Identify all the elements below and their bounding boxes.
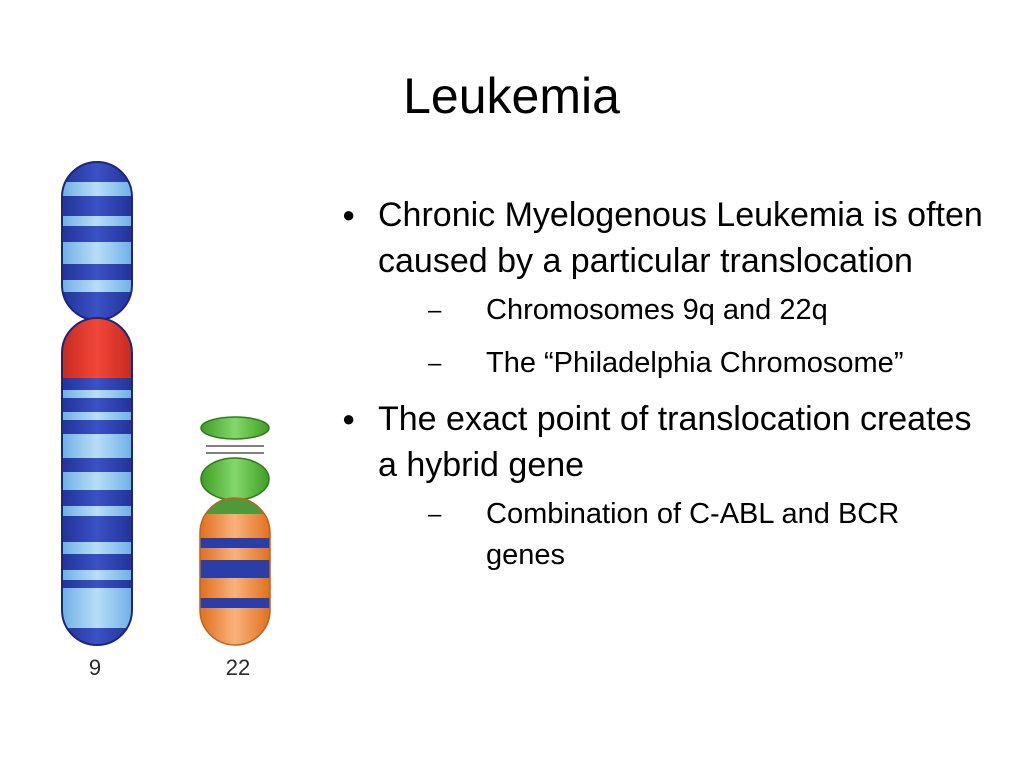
sub-bullet-text: Chromosomes 9q and 22q [486,294,828,326]
bullet-list: ● Chronic Myelogenous Leukemia is often … [340,192,1000,588]
dash-marker: – [428,501,442,528]
bullet-marker: ● [342,202,356,227]
bullet-text: The exact point of translocation creates… [378,400,972,484]
dash-marker: – [428,350,442,377]
chromosome-9-q-arm [62,318,132,645]
sub-bullet-item: – The “Philadelphia Chromosome” [340,343,1000,384]
chromosome-22 [199,416,271,646]
bullet-item: ● Chronic Myelogenous Leukemia is often … [340,192,1000,284]
slide-title: Leukemia [403,68,620,124]
chromosome-illustration [61,161,271,646]
bullet-text: Chronic Myelogenous Leukemia is often ca… [378,196,983,280]
sub-bullet-text: The “Philadelphia Chromosome” [486,347,904,379]
sub-bullet-text: Combination of C-ABL and BCR genes [486,498,900,571]
sub-bullet-item: – Combination of C-ABL and BCR genes [340,494,1000,576]
bullet-item: ● The exact point of translocation creat… [340,396,1000,488]
sub-bullet-item: – Chromosomes 9q and 22q [340,290,1000,331]
dash-marker: – [428,297,442,324]
chromosome-figure: 9 22 [40,150,300,690]
chromosome-22-label: 22 [225,655,251,680]
bullet-marker: ● [342,406,356,431]
chromosome-9-p-arm [62,162,132,320]
chromosome-9-label: 9 [88,655,102,680]
